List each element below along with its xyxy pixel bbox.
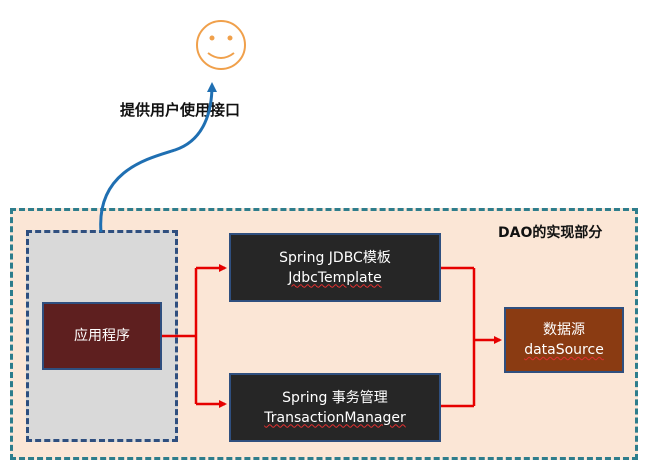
data-source-title: 数据源: [543, 322, 585, 338]
application-label: 应用程序: [74, 328, 130, 344]
dao-region-label: DAO的实现部分: [498, 225, 603, 241]
transaction-manager-title: Spring 事务管理: [282, 389, 388, 406]
application-box: 应用程序: [42, 302, 162, 370]
jdbc-template-title: Spring JDBC模板: [279, 249, 391, 266]
jdbc-template-class: JdbcTemplate: [288, 269, 382, 286]
data-source-box: 数据源 dataSource: [504, 307, 624, 373]
user-interface-arrow: [99, 82, 217, 233]
transaction-manager-box: Spring 事务管理 TransactionManager: [229, 373, 441, 442]
smiley-face-icon: [196, 20, 246, 70]
data-source-class: dataSource: [524, 342, 604, 358]
transaction-manager-class: TransactionManager: [264, 409, 406, 426]
components-to-datasource-arrows: [441, 266, 502, 408]
application-to-components-arrows: [162, 264, 227, 408]
jdbc-template-box: Spring JDBC模板 JdbcTemplate: [229, 233, 441, 302]
